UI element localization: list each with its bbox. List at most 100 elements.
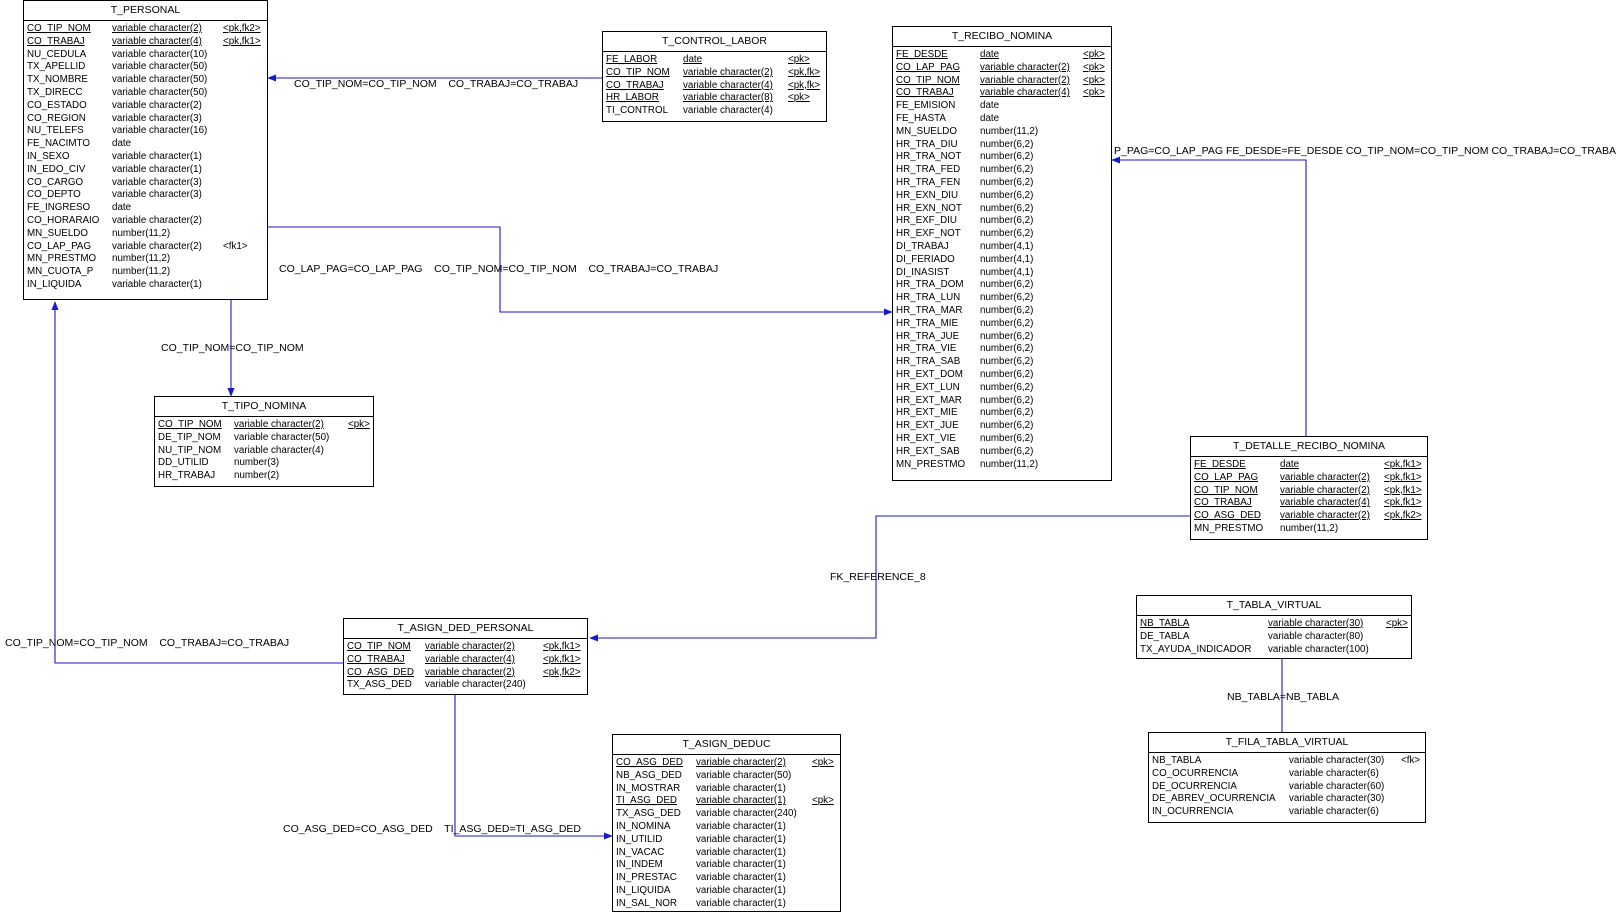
column-type: variable character(3) <box>112 189 202 201</box>
column-type: number(2) <box>234 470 280 482</box>
column-type: variable character(1) <box>112 150 202 162</box>
column-name: HR_EXF_DIU <box>896 215 957 227</box>
table-title: T_TIPO_NOMINA <box>155 397 373 417</box>
column-key: <fk> <box>1401 755 1421 766</box>
column-name: CO_OCURRENCIA <box>1152 767 1239 779</box>
column-type: variable character(2) <box>112 240 202 252</box>
column-name: HR_TRA_JUE <box>896 330 960 342</box>
column-type: variable character(1) <box>696 833 786 845</box>
rel-label-detalle-asignded: FK_REFERENCE_8 <box>830 571 926 583</box>
column-type: number(6,2) <box>980 304 1034 316</box>
column-name: NU_CEDULA <box>27 48 87 60</box>
column-type: variable character(30) <box>1289 793 1385 805</box>
column-key: <pk,fk1> <box>223 35 261 47</box>
column-name: HR_EXN_DIU <box>896 189 959 201</box>
column-name: HR_EXT_MIE <box>896 407 958 419</box>
column-name: NB_TABLA <box>1152 755 1202 766</box>
column-name: FE_NACIMTO <box>27 138 90 150</box>
column-type: number(6,2) <box>980 317 1034 329</box>
rel-label-asignded-deduc: CO_ASG_DED=CO_ASG_DED TI_ASG_DED=TI_ASG_… <box>283 823 581 835</box>
column-type: number(6,2) <box>980 432 1034 444</box>
column-type: variable character(2) <box>696 757 786 768</box>
rel-label-control-personal: CO_TIP_NOM=CO_TIP_NOM CO_TRABAJ=CO_TRABA… <box>294 78 579 90</box>
column-name: HR_EXN_NOT <box>896 202 962 214</box>
column-name: DI_FERIADO <box>896 253 955 265</box>
column-type: variable character(1) <box>112 163 202 175</box>
column-name: HR_TRA_FED <box>896 164 961 176</box>
column-type: variable character(1) <box>696 795 786 807</box>
column-name: CO_TRABAJ <box>896 87 954 99</box>
column-type: variable character(1) <box>696 846 786 858</box>
table-title: T_CONTROL_LABOR <box>603 32 826 52</box>
column-name: CO_CARGO <box>27 176 84 188</box>
column-name: MN_PRESTMO <box>1194 522 1264 534</box>
column-type: variable character(1) <box>696 859 786 871</box>
column-name: CO_ASG_DED <box>616 757 683 768</box>
rel-label-personal-tipo: CO_TIP_NOM=CO_TIP_NOM <box>161 342 304 354</box>
column-type: number(6,2) <box>980 381 1034 393</box>
column-name: IN_UTILID <box>616 833 663 845</box>
column-type: variable character(3) <box>112 112 202 124</box>
column-name: FE_LABOR <box>606 54 658 65</box>
column-name: DE_OCURRENCIA <box>1152 780 1237 792</box>
column-key: <pk,fk1> <box>1384 459 1422 470</box>
column-key: <pk> <box>788 54 810 65</box>
column-type: variable character(30) <box>1268 618 1364 629</box>
column-type: number(6,2) <box>980 368 1034 380</box>
column-name: IN_INDEM <box>616 859 663 871</box>
column-name: NB_TABLA <box>1140 618 1190 629</box>
column-type: date <box>112 138 132 150</box>
column-type: variable character(1) <box>696 897 786 909</box>
column-type: variable character(50) <box>234 431 330 443</box>
column-type: variable character(50) <box>112 61 208 73</box>
column-name: CO_TIP_NOM <box>1194 484 1258 496</box>
column-type: variable character(60) <box>1289 780 1385 792</box>
column-type: variable character(4) <box>980 87 1070 99</box>
column-name: IN_LIQUIDA <box>27 278 82 290</box>
column-type: variable character(2) <box>1280 484 1370 496</box>
column-name: HR_TRA_NOT <box>896 151 962 163</box>
column-name: TI_ASG_DED <box>616 795 677 807</box>
column-name: TX_ASG_DED <box>616 808 681 820</box>
column-name: HR_TRA_SAB <box>896 356 961 368</box>
column-type: variable character(50) <box>112 86 208 98</box>
column-type: number(6,2) <box>980 394 1034 406</box>
column-type: number(6,2) <box>980 407 1034 419</box>
